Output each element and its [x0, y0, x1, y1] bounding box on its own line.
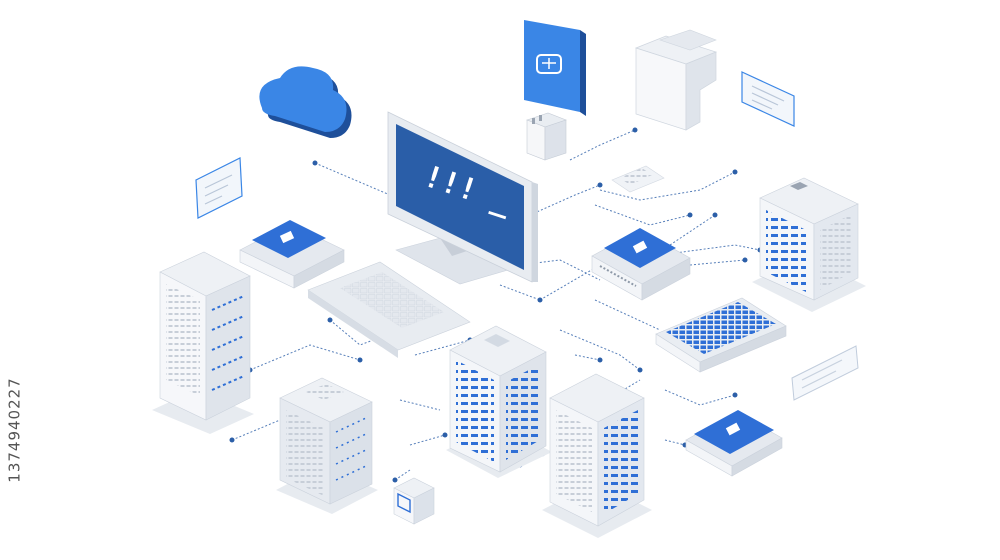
monitor-icon: !!! _ — [387, 111, 538, 285]
datacenter-tower-icon — [542, 373, 652, 538]
white-box-icon — [634, 29, 718, 131]
network-switch-icon — [655, 297, 787, 373]
small-device-icon — [393, 477, 435, 525]
router-icon — [239, 220, 345, 289]
network-switch-icon — [591, 228, 691, 301]
wall-charger-icon — [526, 112, 567, 161]
router-icon — [685, 410, 783, 477]
cloud-icon — [259, 66, 352, 138]
office-building-icon — [446, 325, 552, 478]
datacenter-cube-icon — [752, 177, 866, 312]
stock-id-label: 1374940227 — [2, 315, 28, 545]
server-tower-icon — [152, 251, 254, 434]
message-card-icon — [611, 165, 665, 193]
rack-server-icon — [276, 377, 378, 514]
stock-id-text: 1374940227 — [6, 377, 24, 483]
message-card-icon — [195, 157, 243, 219]
message-card-icon — [791, 345, 859, 401]
keyboard-icon — [307, 261, 471, 358]
chip-card-icon — [524, 20, 586, 116]
message-card-icon — [741, 71, 795, 127]
